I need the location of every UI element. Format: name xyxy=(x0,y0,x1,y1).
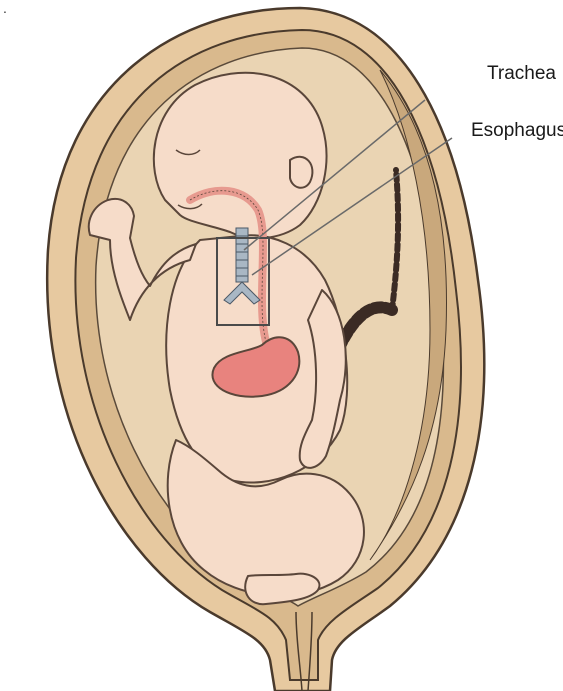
fetus-ear xyxy=(290,157,312,188)
trachea-label: Trachea xyxy=(487,64,556,83)
fetus-head xyxy=(154,73,327,238)
esophagus-label: Esophagus xyxy=(471,121,563,140)
